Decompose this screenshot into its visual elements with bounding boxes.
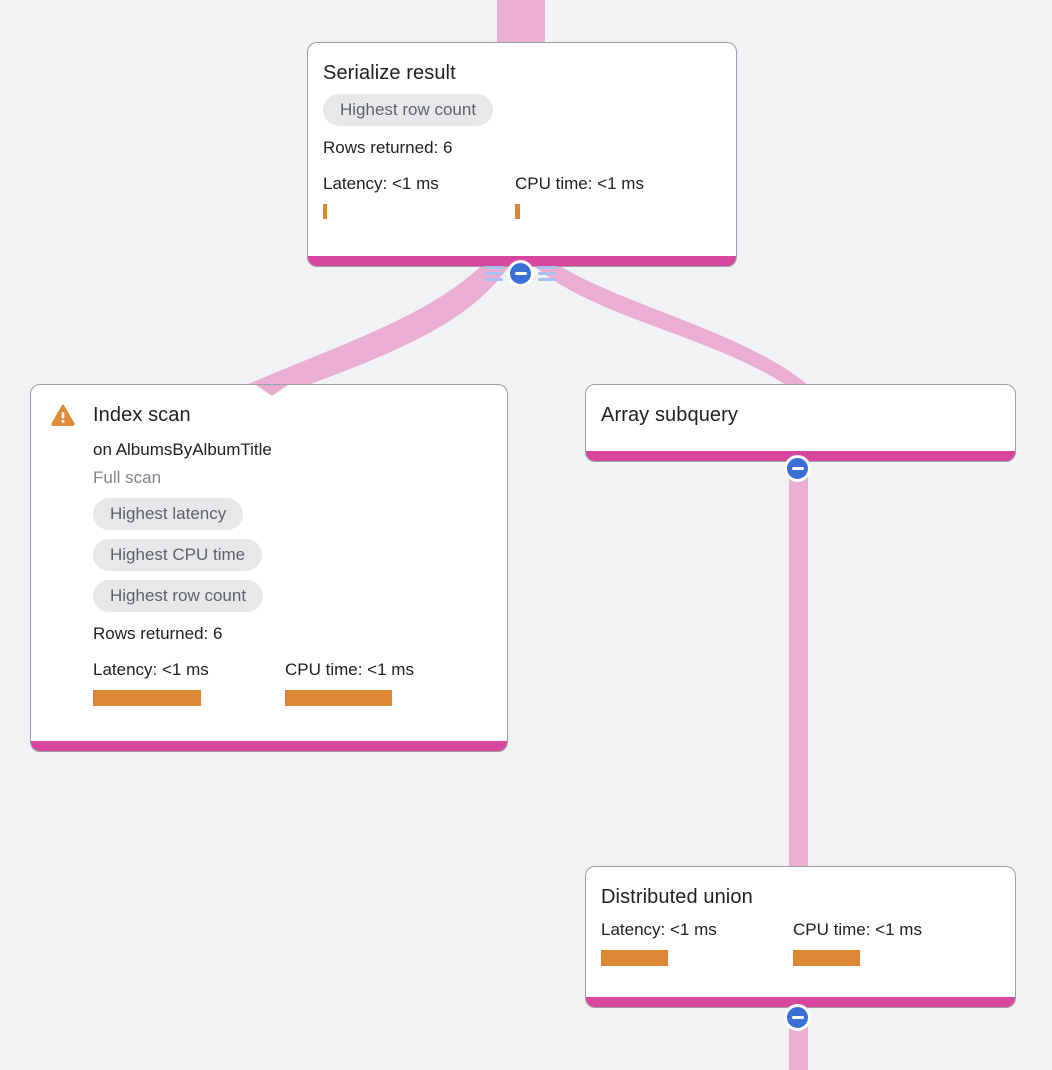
cpu-time-bar: [515, 204, 520, 219]
cpu-time-label: CPU time: <1 ms: [793, 920, 922, 939]
node-title: Distributed union: [601, 886, 753, 908]
highest-row-count-badge: Highest row count: [93, 580, 264, 612]
collapse-button-array-subquery[interactable]: [784, 455, 811, 482]
latency-bar: [93, 690, 201, 706]
rows-returned-text: Rows returned: 6: [93, 624, 223, 643]
cpu-metric: CPU time: <1 ms: [515, 173, 707, 219]
node-title: Index scan: [93, 404, 191, 426]
node-index-scan[interactable]: Index scan on AlbumsByAlbumTitle Full sc…: [30, 384, 508, 752]
latency-metric: Latency: <1 ms: [93, 659, 285, 706]
edge-array-subquery-to-distributed-union: [789, 455, 808, 867]
badge-stack: Highest latency Highest CPU time Highest…: [93, 498, 492, 612]
node-accent-bar: [31, 741, 507, 751]
scan-type-text: Full scan: [93, 468, 162, 487]
node-serialize-result[interactable]: Serialize result Highest row count Rows …: [307, 42, 737, 267]
cpu-metric: CPU time: <1 ms: [285, 659, 477, 706]
highest-latency-badge: Highest latency: [93, 498, 244, 530]
minus-icon: [791, 1016, 804, 1019]
rows-returned-text: Rows returned: 6: [323, 138, 453, 157]
metrics-row: Latency: <1 ms CPU time: <1 ms: [323, 173, 721, 219]
minus-icon: [514, 272, 527, 275]
minus-icon: [791, 467, 804, 470]
latency-bar: [323, 204, 327, 219]
collapse-decor-lines-right: [538, 266, 556, 284]
collapse-button-serialize-result[interactable]: [507, 260, 534, 287]
metrics-row: Latency: <1 ms CPU time: <1 ms: [93, 659, 492, 706]
edge-into-serialize-result: [497, 0, 545, 46]
collapse-button-distributed-union[interactable]: [784, 1004, 811, 1031]
node-title: Serialize result: [323, 62, 456, 84]
edge-arrow-tip: [256, 385, 288, 396]
latency-label: Latency: <1 ms: [93, 660, 209, 679]
warning-icon: [51, 404, 75, 426]
highest-cpu-time-badge: Highest CPU time: [93, 539, 263, 571]
cpu-time-label: CPU time: <1 ms: [515, 174, 644, 193]
node-title: Array subquery: [601, 404, 739, 426]
node-array-subquery[interactable]: Array subquery: [585, 384, 1016, 462]
cpu-time-bar: [285, 690, 392, 706]
latency-bar: [601, 950, 668, 966]
node-distributed-union[interactable]: Distributed union Latency: <1 ms CPU tim…: [585, 866, 1016, 1008]
edge-serialize-to-index-scan: [246, 266, 509, 385]
cpu-time-bar: [793, 950, 860, 966]
latency-metric: Latency: <1 ms: [323, 173, 515, 219]
cpu-metric: CPU time: <1 ms: [793, 919, 985, 966]
highest-row-count-badge: Highest row count: [323, 94, 494, 126]
latency-label: Latency: <1 ms: [601, 920, 717, 939]
latency-metric: Latency: <1 ms: [601, 919, 793, 966]
metrics-row: Latency: <1 ms CPU time: <1 ms: [601, 919, 1000, 966]
collapse-decor-lines-left: [485, 266, 503, 284]
edge-serialize-to-array-subquery: [534, 266, 808, 385]
node-accent-bar: [586, 997, 1015, 1007]
index-name-text: on AlbumsByAlbumTitle: [93, 440, 272, 459]
latency-label: Latency: <1 ms: [323, 174, 439, 193]
cpu-time-label: CPU time: <1 ms: [285, 660, 414, 679]
